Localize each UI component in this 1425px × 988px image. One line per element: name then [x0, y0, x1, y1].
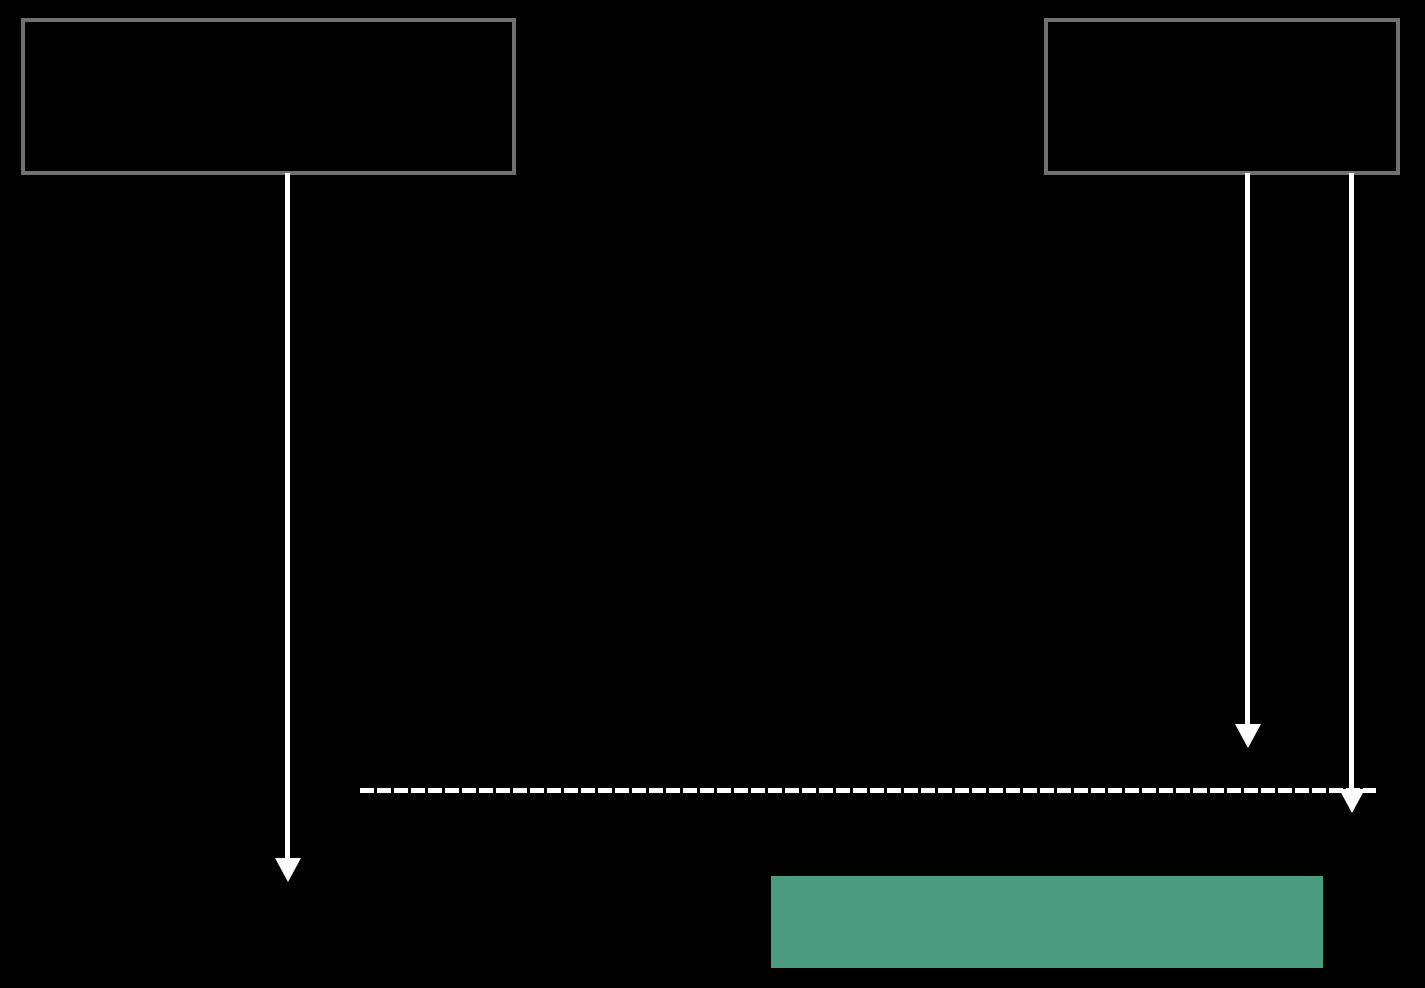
edge-right-outer-down-line: [1349, 173, 1354, 789]
edge-right-inner-down-line: [1245, 173, 1250, 724]
node-left-box-label: [25, 22, 512, 171]
edge-left-down-line: [285, 173, 290, 858]
edge-right-inner-down-arrowhead-icon: [1234, 724, 1261, 748]
node-left-box[interactable]: [21, 18, 516, 175]
highlight-bar[interactable]: [771, 876, 1323, 968]
dashed-lifeline: [360, 788, 1376, 793]
edge-right-outer-down-arrowhead-icon: [1338, 789, 1365, 813]
edge-left-down-arrowhead-icon: [274, 858, 301, 882]
highlight-bar-label: [771, 876, 1323, 968]
node-right-box[interactable]: [1044, 18, 1400, 175]
node-right-box-label: [1048, 22, 1396, 171]
